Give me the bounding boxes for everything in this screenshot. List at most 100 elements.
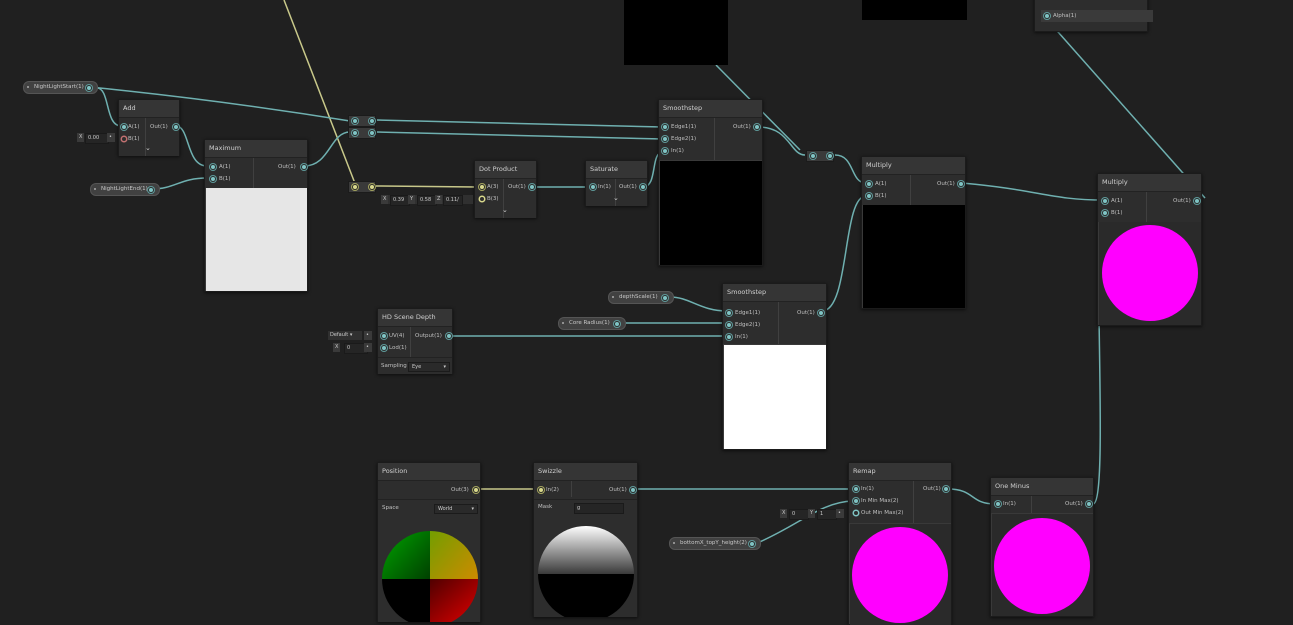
hd-scene-depth-node[interactable]: HD Scene Depth UV(4) Lod(1) Output(1) Sa…: [377, 308, 453, 374]
reroute-out-pin[interactable]: [370, 131, 374, 135]
swizzle-node[interactable]: Swizzle In(2) Out(1) Mask g: [533, 462, 638, 617]
depth-scale-pin[interactable]: [663, 296, 667, 300]
ss1-in-pin[interactable]: [663, 149, 667, 153]
night-light-end-pin[interactable]: [149, 188, 153, 192]
reroute-node-2[interactable]: [348, 127, 376, 139]
dot-b-inline-field[interactable]: X 0.39 Y 0.58 Z 0.11/: [381, 195, 473, 206]
position-out[interactable]: Out(3): [451, 484, 478, 496]
bottom-height-property[interactable]: bottomX_topY_height(2): [669, 537, 761, 550]
ss2-edge2-pin[interactable]: [727, 323, 731, 327]
depth-uv-pin[interactable]: [382, 334, 386, 338]
mul2-in-b-pin[interactable]: [1103, 211, 1107, 215]
ss1-out-pin[interactable]: [755, 125, 759, 129]
remap-in-min-max-pin[interactable]: [854, 499, 858, 503]
mul1-in-b-pin[interactable]: [867, 194, 871, 198]
reroute-in-pin[interactable]: [811, 154, 815, 158]
remap-in-min-max[interactable]: In Min Max(2): [854, 495, 899, 507]
swizzle-in[interactable]: In(2): [539, 484, 559, 496]
mul2-out-pin[interactable]: [1195, 199, 1199, 203]
oneminus-out[interactable]: Out(1): [1065, 498, 1091, 510]
x-value-field[interactable]: 0.39: [390, 195, 410, 206]
night-light-end-property[interactable]: NightLightEnd(1): [90, 183, 160, 196]
remap-out-pin[interactable]: [944, 487, 948, 491]
master-node-partial[interactable]: Alpha(1): [1034, 0, 1153, 32]
y-value-field[interactable]: 0.58: [417, 195, 437, 206]
depth-lod[interactable]: Lod(1): [382, 342, 407, 354]
core-radius-property[interactable]: Core Radius(1): [558, 317, 626, 330]
add-out[interactable]: Out(1): [150, 121, 178, 133]
depth-out[interactable]: Output(1): [415, 330, 451, 342]
ss1-edge2[interactable]: Edge2(1): [663, 133, 696, 145]
y-value-field[interactable]: 1: [817, 509, 837, 520]
smoothstep-node-1[interactable]: Smoothstep Edge1(1) Edge2(1) In(1) Out(1…: [658, 99, 763, 266]
depth-uv-default-field[interactable]: Default ▾ •: [328, 331, 376, 340]
ss1-edge2-pin[interactable]: [663, 137, 667, 141]
one-minus-node[interactable]: One Minus In(1) Out(1): [990, 477, 1094, 617]
mul2-in-a-pin[interactable]: [1103, 199, 1107, 203]
uv-default-dropdown[interactable]: Default ▾: [328, 331, 362, 340]
multiply-node-1[interactable]: Multiply A(1) B(1) Out(1): [861, 156, 966, 309]
max-in-a-pin[interactable]: [211, 165, 215, 169]
core-radius-pin[interactable]: [615, 322, 619, 326]
reroute-in-pin[interactable]: [353, 185, 357, 189]
ss2-in-pin[interactable]: [727, 335, 731, 339]
saturate-in-pin[interactable]: [591, 185, 595, 189]
add-in-a[interactable]: A(1): [122, 121, 140, 133]
alpha-pin[interactable]: [1045, 14, 1049, 18]
dot-out-pin[interactable]: [530, 185, 534, 189]
depth-scale-property[interactable]: depthScale(1): [608, 291, 674, 304]
mul1-out[interactable]: Out(1): [937, 178, 963, 190]
reroute-out-pin[interactable]: [370, 185, 374, 189]
multiply-node-2[interactable]: Multiply A(1) B(1) Out(1): [1097, 173, 1202, 326]
mul1-in-a[interactable]: A(1): [867, 178, 887, 190]
z-value-field[interactable]: 0.11/: [443, 195, 463, 206]
max-out-pin[interactable]: [302, 165, 306, 169]
night-light-start-property[interactable]: NightLightStart(1): [23, 81, 98, 94]
remap-in[interactable]: In(1): [854, 483, 874, 495]
max-in-b[interactable]: B(1): [211, 173, 231, 185]
depth-uv[interactable]: UV(4): [382, 330, 405, 342]
saturate-in[interactable]: In(1): [591, 181, 611, 193]
position-node[interactable]: Position Out(3) Space World▾: [377, 462, 481, 622]
remap-out[interactable]: Out(1): [923, 483, 948, 495]
smoothstep-node-2[interactable]: Smoothstep Edge1(1) Edge2(1) In(1) Out(1…: [722, 283, 827, 450]
add-in-a-pin[interactable]: [122, 125, 126, 129]
ss1-out[interactable]: Out(1): [733, 121, 759, 133]
depth-out-pin[interactable]: [447, 334, 451, 338]
reroute-in-pin[interactable]: [353, 131, 357, 135]
ss2-in[interactable]: In(1): [727, 331, 748, 343]
mask-field[interactable]: g: [574, 503, 624, 514]
reroute-node-1[interactable]: [348, 115, 376, 127]
space-dropdown[interactable]: World▾: [434, 504, 478, 514]
depth-lod-inline-field[interactable]: X 0 •: [333, 343, 378, 354]
x-value-field[interactable]: 0.00: [85, 133, 109, 144]
remap-out-min-max-pin[interactable]: [854, 511, 858, 515]
dot-in-b[interactable]: B(3): [487, 193, 499, 205]
swizzle-out[interactable]: Out(1): [609, 484, 635, 496]
sampling-dropdown[interactable]: Eye▾: [408, 362, 450, 372]
max-out[interactable]: Out(1): [278, 161, 306, 173]
night-light-start-pin[interactable]: [87, 86, 91, 90]
reroute-out-pin[interactable]: [370, 119, 374, 123]
dot-in-a-pin[interactable]: [480, 185, 484, 189]
remap-in-pin[interactable]: [854, 487, 858, 491]
swizzle-out-pin[interactable]: [631, 488, 635, 492]
max-in-a[interactable]: A(1): [211, 161, 231, 173]
maximum-node[interactable]: Maximum A(1) B(1) Out(1): [204, 139, 308, 292]
mul1-out-pin[interactable]: [959, 182, 963, 186]
dot-out[interactable]: Out(1): [508, 181, 534, 193]
remap-out-min-max[interactable]: Out Min Max(2): [861, 507, 903, 519]
ss1-in[interactable]: In(1): [663, 145, 684, 157]
ss1-edge1[interactable]: Edge1(1): [663, 121, 696, 133]
saturate-out-pin[interactable]: [641, 185, 645, 189]
collapse-chevron-icon[interactable]: ⌄: [502, 206, 508, 214]
dot-in-a[interactable]: A(3): [480, 181, 499, 193]
add-out-pin[interactable]: [174, 125, 178, 129]
reroute-node-4[interactable]: [806, 150, 834, 162]
add-in-b-pin[interactable]: [122, 137, 126, 141]
oneminus-out-pin[interactable]: [1087, 502, 1091, 506]
alpha-port[interactable]: Alpha(1): [1041, 10, 1153, 22]
oneminus-in-pin[interactable]: [996, 502, 1000, 506]
oneminus-in[interactable]: In(1): [996, 498, 1016, 510]
